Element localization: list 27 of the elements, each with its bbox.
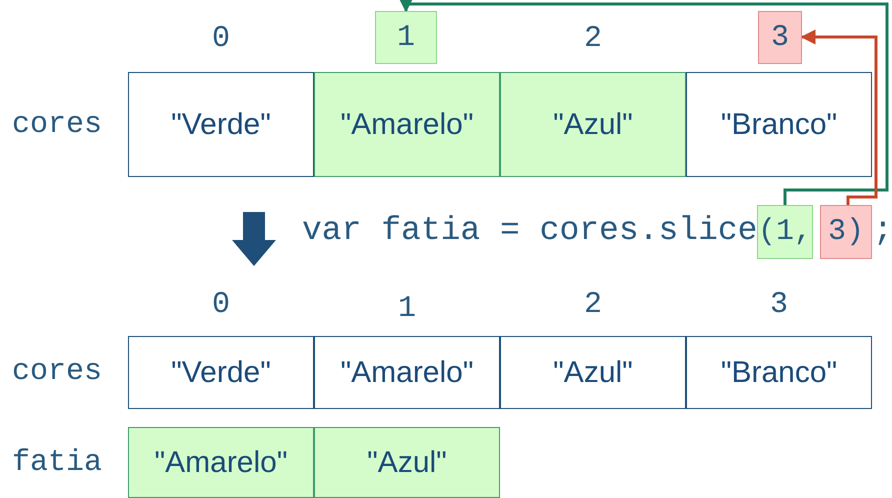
code-line: var fatia = cores.slice xyxy=(302,214,758,247)
index-label: 2 xyxy=(584,290,602,320)
arrow xyxy=(800,30,878,205)
array-cell: "Azul" xyxy=(500,336,686,409)
index-label: 3 xyxy=(758,11,802,64)
array-cell: "Azul" xyxy=(500,72,686,177)
array-cell: "Azul" xyxy=(314,427,500,498)
array-cell: "Branco" xyxy=(686,72,872,177)
variable-name: fatia xyxy=(12,448,102,478)
array-cell: "Amarelo" xyxy=(314,336,500,409)
code-argument: 3) xyxy=(820,205,872,259)
index-label: 1 xyxy=(398,294,416,324)
index-label: 1 xyxy=(375,11,437,64)
code-line: ; xyxy=(873,214,892,247)
array-cell: "Amarelo" xyxy=(314,72,500,177)
index-label: 0 xyxy=(212,24,230,54)
index-label: 2 xyxy=(584,24,602,54)
array-cell: "Verde" xyxy=(128,336,314,409)
array-cell: "Amarelo" xyxy=(128,427,314,498)
variable-name: cores xyxy=(12,357,102,387)
variable-name: cores xyxy=(12,110,102,140)
index-label: 3 xyxy=(770,290,788,320)
array-cell: "Branco" xyxy=(686,336,872,409)
array-cell: "Verde" xyxy=(128,72,314,177)
index-label: 0 xyxy=(212,290,230,320)
arrow xyxy=(398,0,888,205)
code-argument: (1, xyxy=(757,205,813,259)
